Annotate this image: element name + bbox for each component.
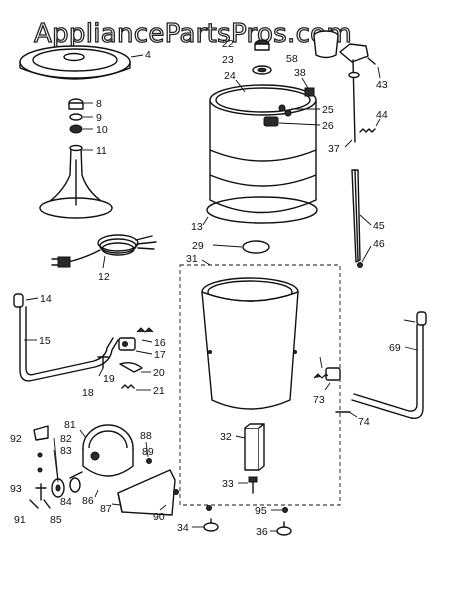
part-actuator-rod	[351, 169, 363, 268]
label-34: 34	[177, 522, 189, 534]
label-43: 43	[376, 79, 388, 91]
label-10: 10	[96, 124, 108, 136]
part-screws	[29, 452, 152, 509]
label-33: 33	[222, 478, 234, 490]
part-clip-small	[33, 425, 49, 441]
label-22: 22	[222, 38, 234, 50]
part-bracket-rod	[339, 43, 376, 143]
part-seal	[252, 39, 272, 75]
part-spring-small	[359, 128, 376, 133]
label-16-left: 16	[154, 337, 166, 349]
watermark-text: AppliancePartsPros.com	[34, 19, 352, 49]
part-lid	[19, 45, 131, 80]
label-83: 83	[60, 445, 72, 457]
label-18: 18	[82, 387, 94, 399]
label-81: 81	[64, 419, 76, 431]
label-89: 89	[142, 446, 154, 458]
label-58: 58	[286, 53, 298, 65]
label-32: 32	[220, 431, 232, 443]
label-73: 73	[313, 394, 325, 406]
label-17: 17	[154, 349, 166, 361]
label-14-left: 14	[40, 293, 52, 305]
label-19: 19	[103, 373, 115, 385]
label-9: 9	[96, 112, 102, 124]
label-24: 24	[224, 70, 236, 82]
label-88: 88	[140, 430, 152, 442]
label-11: 11	[96, 145, 107, 157]
part-outer-tub	[209, 84, 317, 214]
assembly-box	[179, 264, 341, 506]
part-tub-ring	[206, 196, 318, 224]
part-power-cord	[51, 234, 157, 268]
part-hose-right	[313, 311, 427, 419]
part-pulley	[51, 477, 81, 498]
label-95: 95	[255, 505, 267, 517]
part-leveling-foot-right	[276, 507, 292, 536]
label-86: 86	[82, 495, 94, 507]
part-dispenser-cup	[313, 30, 339, 59]
label-46: 46	[373, 238, 385, 250]
label-93: 93	[10, 483, 22, 495]
label-84: 84	[60, 496, 72, 508]
part-cap-stack	[68, 98, 84, 134]
label-25: 25	[322, 104, 334, 116]
label-74: 74	[358, 416, 370, 428]
part-bolt	[248, 476, 258, 494]
label-23: 23	[222, 54, 234, 66]
label-91: 91	[14, 514, 26, 526]
label-8: 8	[96, 98, 102, 110]
label-12: 12	[98, 271, 110, 283]
label-45: 45	[373, 220, 385, 232]
part-valve-left	[97, 327, 154, 389]
label-13: 13	[191, 221, 203, 233]
label-87: 87	[100, 503, 112, 515]
part-gasket	[242, 240, 270, 254]
label-90: 90	[153, 511, 165, 523]
label-37: 37	[328, 143, 340, 155]
label-82: 82	[60, 433, 72, 445]
label-29: 29	[192, 240, 204, 252]
label-26: 26	[322, 120, 334, 132]
label-15: 15	[39, 335, 51, 347]
label-69: 69	[389, 342, 401, 354]
part-drive-shaft	[244, 423, 265, 471]
label-4: 4	[145, 49, 151, 61]
label-21: 21	[153, 385, 165, 397]
part-clip	[304, 87, 315, 97]
part-hose-left	[13, 293, 119, 382]
part-leveling-foot-left	[203, 505, 219, 532]
part-motor	[69, 424, 134, 479]
label-85: 85	[50, 514, 62, 526]
label-38: 38	[294, 67, 306, 79]
part-agitator	[39, 144, 113, 219]
label-36: 36	[256, 526, 268, 538]
label-31: 31	[186, 253, 198, 265]
part-motor-bracket	[117, 469, 179, 516]
label-44: 44	[376, 109, 388, 121]
part-basket	[201, 277, 299, 410]
label-20: 20	[153, 367, 165, 379]
label-92: 92	[10, 433, 22, 445]
